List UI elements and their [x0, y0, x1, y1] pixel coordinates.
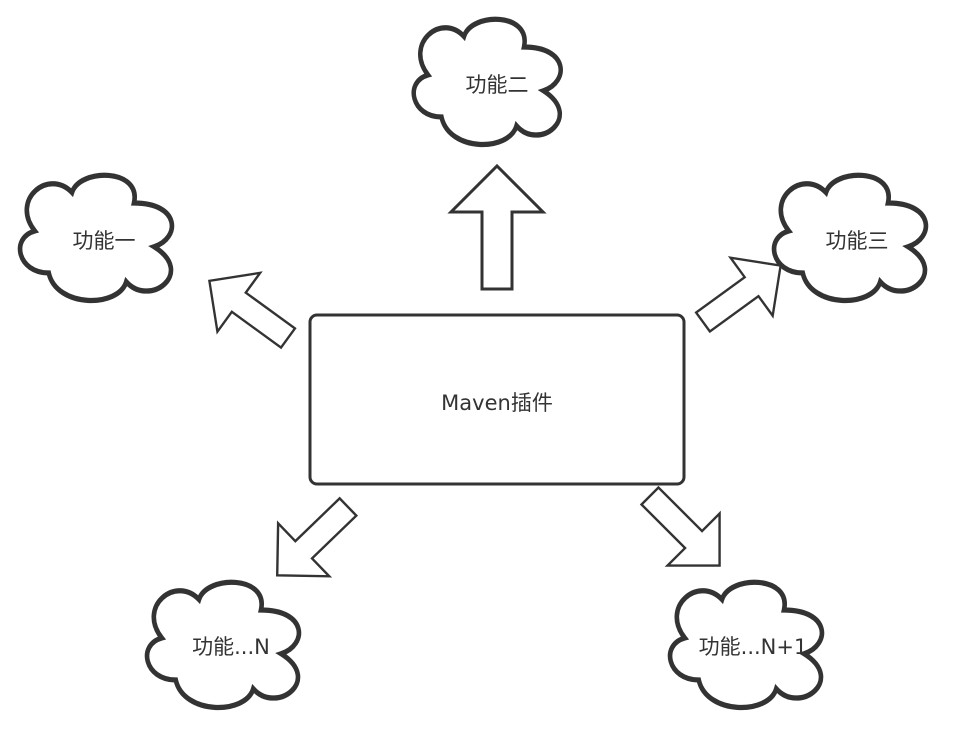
- arrow-up-left-icon: [186, 250, 311, 369]
- maven-plugin-label: Maven插件: [441, 391, 553, 415]
- feature-1-label: 功能一: [72, 229, 136, 253]
- feature-n-label: 功能...N: [192, 635, 270, 659]
- arrow-down-left-icon: [250, 479, 375, 604]
- arrow-up-icon: [449, 164, 545, 291]
- maven-plugin-box: [310, 315, 684, 484]
- feature-n-plus-1-label: 功能...N+1: [698, 635, 808, 659]
- feature-2-label: 功能二: [465, 73, 529, 97]
- feature-3-label: 功能三: [825, 229, 889, 253]
- arrow-down-right-icon: [622, 468, 747, 593]
